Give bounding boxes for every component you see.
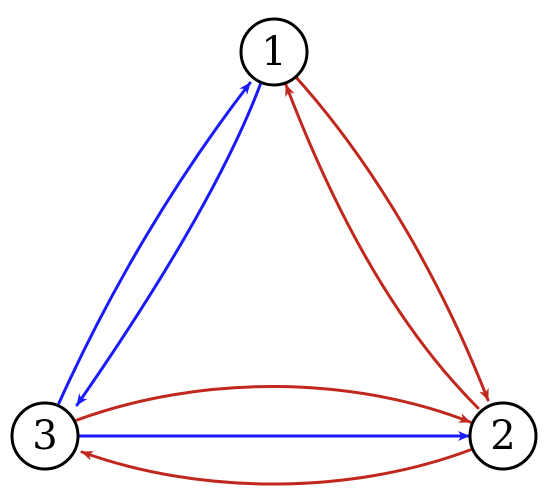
node-2-label: 2 <box>490 413 515 459</box>
node-2-circle <box>468 401 538 471</box>
node-1-circle <box>239 17 309 87</box>
node-3-label: 3 <box>32 413 57 459</box>
edge-1-to-3 <box>75 78 264 407</box>
edge-3-to-2-arc <box>75 385 472 424</box>
edge-2-to-3-arc <box>80 448 472 486</box>
node-2: 2 <box>468 401 538 471</box>
node-3: 3 <box>10 401 80 471</box>
edge-3-to-1 <box>57 81 252 405</box>
edge-2-to-1 <box>284 83 480 410</box>
node-1: 1 <box>239 17 309 87</box>
node-3-circle <box>10 401 80 471</box>
edge-1-to-2 <box>292 73 490 402</box>
node-1-label: 1 <box>261 29 286 75</box>
